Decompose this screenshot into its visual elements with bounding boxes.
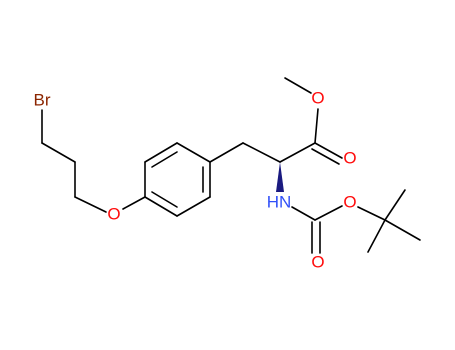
bond-cester-ocarbonyl-2 xyxy=(311,148,340,165)
ring-bond-3 xyxy=(176,142,211,163)
bond-omethoxy-ch3 xyxy=(284,77,312,94)
bond-cquat-me2 xyxy=(384,219,421,241)
atom-br: Br xyxy=(34,90,51,109)
ring-double-3 xyxy=(151,191,178,208)
bond-ch2-calpha xyxy=(242,142,281,163)
bond-n-cboc xyxy=(291,206,316,221)
bond-cboc-oester xyxy=(314,205,343,221)
bond-calpha-cester xyxy=(279,142,316,163)
ring-bond-2 xyxy=(144,142,178,163)
atom-o-ester-carbonyl: O xyxy=(343,148,356,167)
bond-cester-ocarbonyl-1 xyxy=(314,142,343,159)
bond-o-ring xyxy=(122,196,146,210)
bond-layer xyxy=(41,77,421,254)
atom-o-boc-carbonyl: O xyxy=(311,252,324,271)
bond-ring-ch2 xyxy=(209,142,244,163)
bond-cquat-me3 xyxy=(367,219,386,253)
bond-cester-omethoxy xyxy=(314,108,319,144)
atom-o-boc-ester: O xyxy=(343,192,356,211)
ring-bond-6 xyxy=(144,196,178,217)
atom-o-ether: O xyxy=(107,204,120,223)
ring-double-1 xyxy=(151,151,178,168)
bond-cquat-me1 xyxy=(384,189,406,221)
atom-o-methoxy: O xyxy=(311,88,324,107)
atom-nh: HN xyxy=(267,192,292,211)
bond-oester-cquat xyxy=(357,206,386,221)
ring-bond-5 xyxy=(176,196,211,217)
atom-label-layer: Br O O O HN O O xyxy=(34,88,357,271)
stereo-wedge-bond xyxy=(276,162,284,192)
bond-c1-c2 xyxy=(41,142,76,163)
bond-c3-o xyxy=(74,196,107,213)
